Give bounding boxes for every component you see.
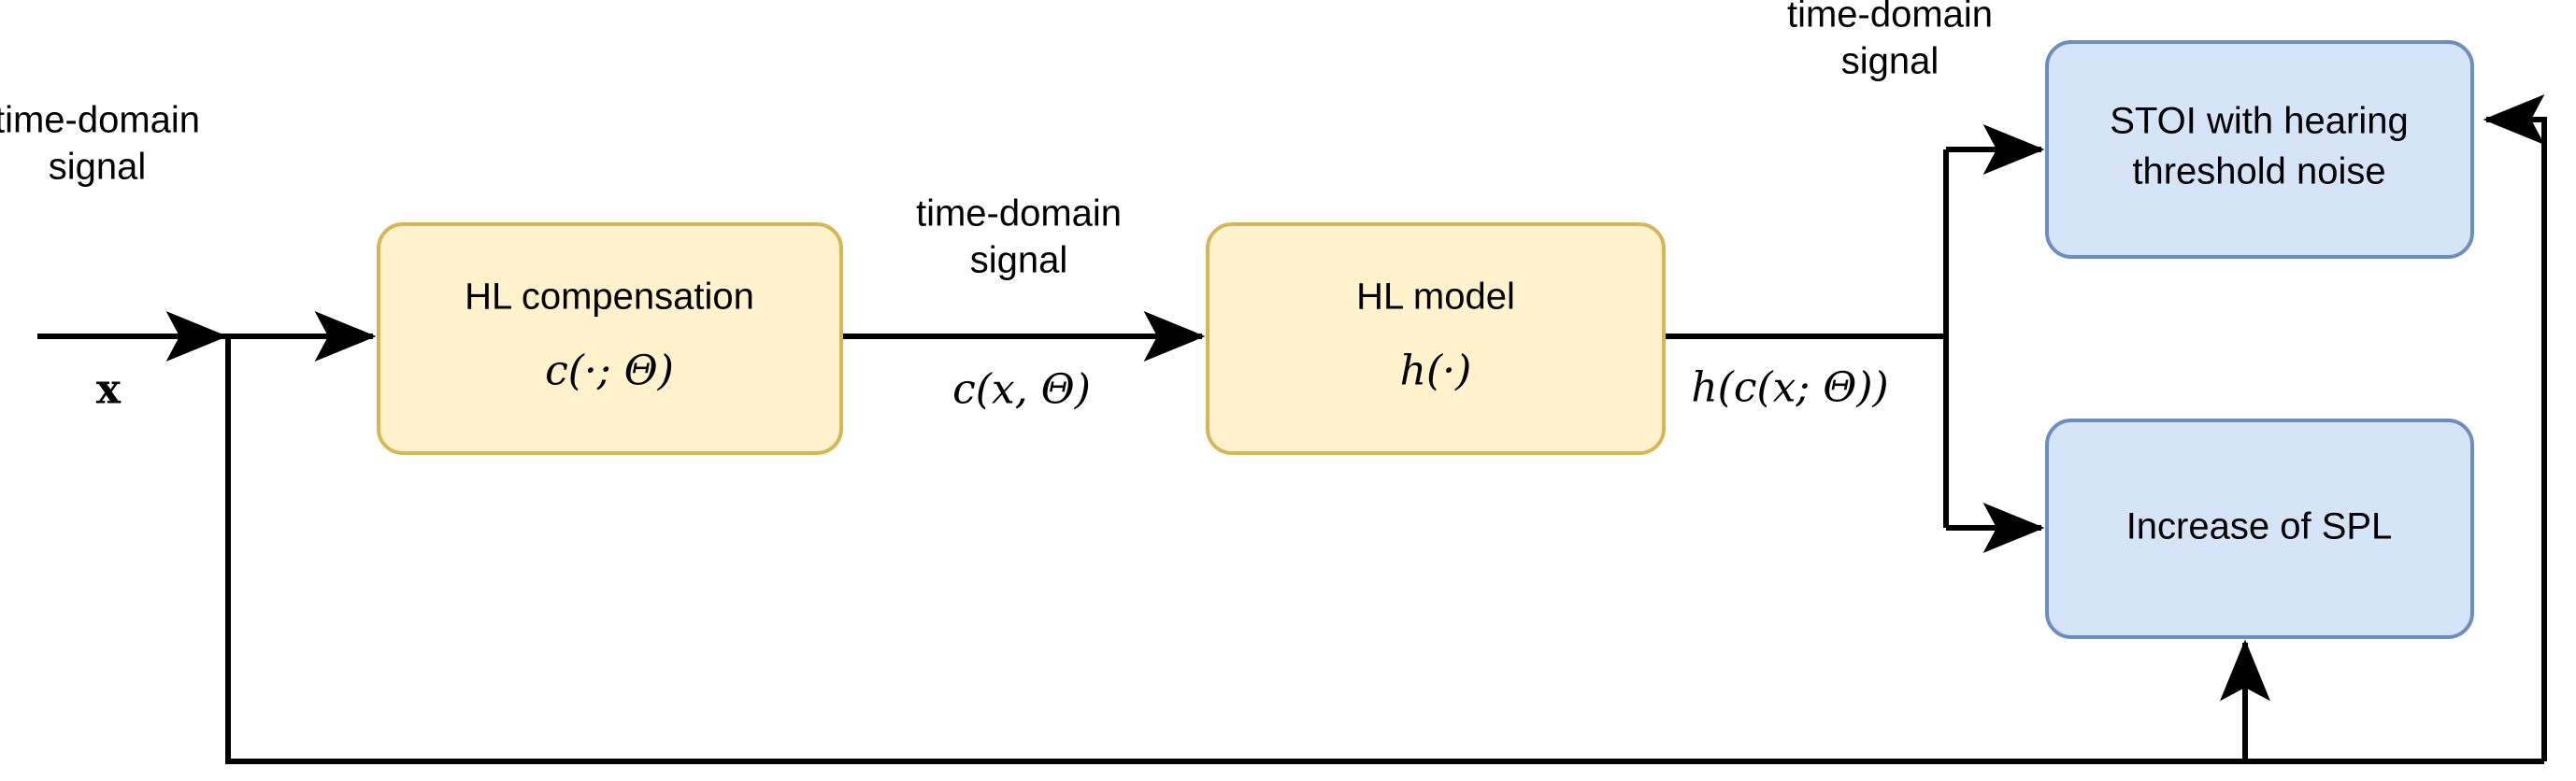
edge-feedback-to-stoi: [2483, 94, 2547, 761]
stoi-label-line-2: threshold noise: [2132, 151, 2385, 192]
edge-label-hl-model-output: h(c(x; Θ)): [1691, 364, 1888, 412]
hl-model-math: h(·): [1400, 348, 1472, 395]
node-stoi-hearing-threshold-noise[interactable]: STOI with hearing threshold noise: [2045, 40, 2474, 259]
stoi-label-line-1: STOI with hearing: [2110, 101, 2408, 142]
edge-label-compensated-signal: time-domain signal c(x, Θ): [916, 193, 1122, 414]
input-signal-line-2: signal: [49, 147, 147, 188]
hl-model-output-math: h(c(x; Θ)): [1691, 364, 1888, 412]
stoi-box[interactable]: [2045, 40, 2474, 259]
compensated-signal-math: c(x, Θ): [952, 366, 1091, 414]
input-signal-math: x: [96, 366, 122, 414]
edge-input-feedback-bus: [225, 336, 2544, 764]
branch-signal-line-1: time-domain: [1787, 0, 1993, 36]
hl-compensation-box[interactable]: [377, 222, 843, 455]
edge-label-input-signal: time-domain signal x: [0, 100, 200, 414]
node-hl-compensation[interactable]: HL compensation c(·; Θ): [377, 222, 843, 455]
hl-model-box[interactable]: [1206, 222, 1666, 455]
node-increase-of-spl[interactable]: Increase of SPL: [2045, 419, 2474, 639]
node-hl-model[interactable]: HL model h(·): [1206, 222, 1666, 455]
hl-compensation-math: c(·; Θ): [545, 348, 674, 395]
increase-of-spl-box[interactable]: [2045, 419, 2474, 639]
compensated-signal-line-1: time-domain: [916, 193, 1122, 234]
hl-compensation-label: HL compensation: [465, 277, 754, 318]
compensated-signal-line-2: signal: [970, 240, 1068, 281]
hl-model-label: HL model: [1356, 277, 1515, 318]
input-signal-line-1: time-domain: [0, 100, 200, 141]
branch-signal-line-2: signal: [1841, 41, 1939, 82]
increase-of-spl-label: Increase of SPL: [2126, 506, 2393, 547]
edge-label-branch-signal: time-domain signal: [1787, 0, 1993, 82]
